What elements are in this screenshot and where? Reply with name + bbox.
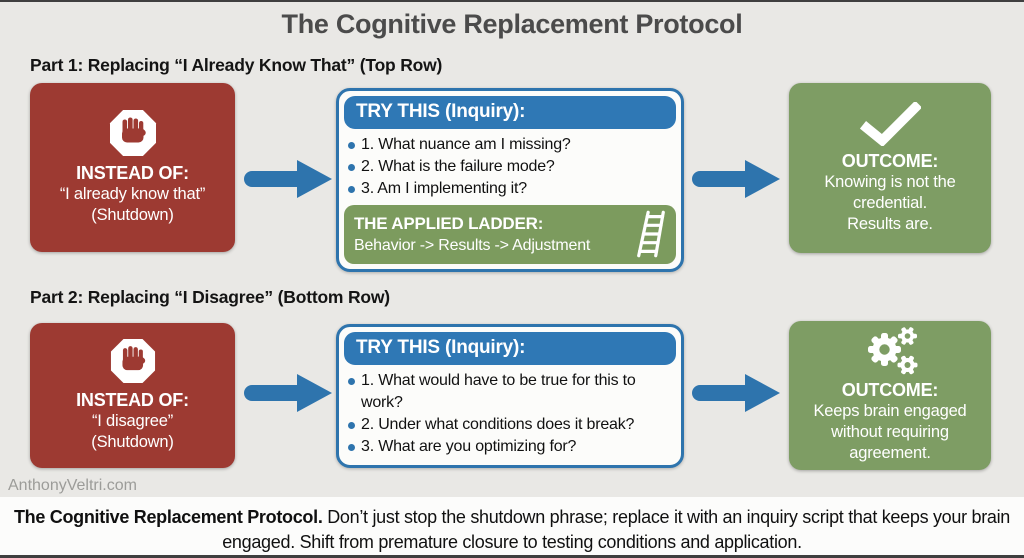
bullet-dot-icon <box>348 164 355 171</box>
inquiry-list: 1. What would have to be true for this t… <box>344 370 676 458</box>
outcome-text: Keeps brain engaged without requiring ag… <box>813 402 967 462</box>
list-item: 2. What is the failure mode? <box>348 156 676 178</box>
outcome-box-row2: OUTCOME: Keeps brain engaged without req… <box>789 321 991 470</box>
right-arrow-icon <box>243 157 335 201</box>
right-arrow-icon <box>691 157 783 201</box>
list-item: 3. What are you optimizing for? <box>348 436 676 458</box>
applied-ladder-bar: THE APPLIED LADDER: Behavior -> Results … <box>344 205 676 264</box>
bullet-dot-icon <box>348 142 355 149</box>
bullet-dot-icon <box>348 186 355 193</box>
caption-lead: The Cognitive Replacement Protocol. <box>13 507 323 527</box>
right-arrow-icon <box>243 371 335 415</box>
gears-icon <box>862 327 918 375</box>
applied-ladder-text-block: THE APPLIED LADDER: Behavior -> Results … <box>354 212 590 257</box>
right-arrow-icon <box>691 371 783 415</box>
try-this-box-row2: TRY THIS (Inquiry): 1. What would have t… <box>336 324 684 468</box>
caption-body: Don’t just stop the shutdown phrase; rep… <box>222 507 1011 552</box>
watermark: AnthonyVeltri.com <box>8 477 137 494</box>
outcome-text: Knowing is not the credential. <box>824 172 956 212</box>
checkmark-icon <box>859 100 923 147</box>
ladder-icon <box>634 210 668 258</box>
top-border <box>0 0 1024 2</box>
applied-ladder-title: THE APPLIED LADDER: <box>354 213 544 233</box>
outcome-label: OUTCOME: <box>841 150 939 171</box>
inquiry-list: 1. What nuance am I missing? 2. What is … <box>344 134 676 200</box>
try-this-header: TRY THIS (Inquiry): <box>344 96 676 129</box>
part2-heading: Part 2: Replacing “I Disagree” (Bottom R… <box>30 287 390 307</box>
outcome-label: OUTCOME: <box>841 380 939 400</box>
list-item-text: 1. What would have to be true for this t… <box>361 372 636 411</box>
page-title: The Cognitive Replacement Protocol <box>281 9 743 39</box>
stop-hand-icon <box>110 338 156 384</box>
instead-label: INSTEAD OF: <box>76 390 189 410</box>
bullet-dot-icon <box>348 444 355 451</box>
instead-sub: (Shutdown) <box>91 433 174 451</box>
instead-box-row2: INSTEAD OF: “I disagree” (Shutdown) <box>30 323 235 468</box>
bullet-dot-icon <box>348 422 355 429</box>
list-item-text: 2. Under what conditions does it break? <box>361 416 635 433</box>
list-item: 1. What nuance am I missing? <box>348 134 676 156</box>
applied-ladder-text: Behavior -> Results -> Adjustment <box>354 236 591 254</box>
instead-phrase: “I disagree” <box>91 412 174 430</box>
caption-bar: The Cognitive Replacement Protocol. Don’… <box>0 497 1024 555</box>
instead-phrase: “I already know that” <box>59 185 206 203</box>
outcome-text: Results are. <box>847 214 933 233</box>
list-item-text: 3. What are you optimizing for? <box>361 438 577 455</box>
list-item-text: 1. What nuance am I missing? <box>361 136 571 153</box>
bottom-border <box>0 555 1024 558</box>
list-item: 3. Am I implementing it? <box>348 178 676 200</box>
list-item: 1. What would have to be true for this t… <box>348 370 676 414</box>
part1-heading: Part 1: Replacing “I Already Know That” … <box>30 55 443 75</box>
list-item-text: 2. What is the failure mode? <box>361 158 555 175</box>
stop-hand-icon <box>109 109 157 157</box>
instead-label: INSTEAD OF: <box>76 163 189 183</box>
try-this-header: TRY THIS (Inquiry): <box>344 332 676 365</box>
list-item-text: 3. Am I implementing it? <box>361 180 527 197</box>
outcome-box-row1: OUTCOME: Knowing is not the credential. … <box>789 83 991 253</box>
instead-sub: (Shutdown) <box>91 206 174 224</box>
bullet-dot-icon <box>348 378 355 385</box>
list-item: 2. Under what conditions does it break? <box>348 414 676 436</box>
try-this-box-row1: TRY THIS (Inquiry): 1. What nuance am I … <box>336 88 684 272</box>
instead-box-row1: INSTEAD OF: “I already know that” (Shutd… <box>30 83 235 252</box>
